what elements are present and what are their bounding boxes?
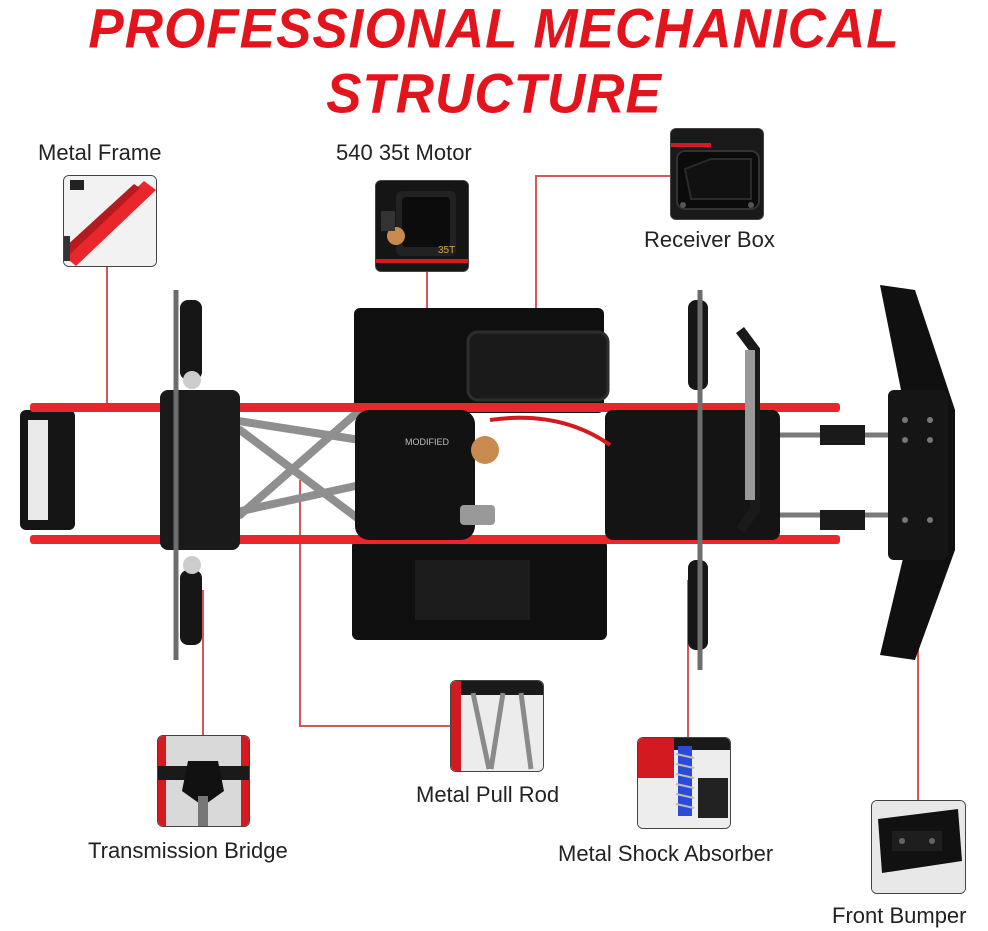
rear-shock-bottom <box>180 570 202 645</box>
leader-shock <box>687 580 689 738</box>
thumb-metal-shock-absorber <box>637 737 731 829</box>
leader-pullrod-v <box>299 480 301 727</box>
thumb-metal-frame <box>63 175 157 267</box>
thumb-receiver-box <box>670 128 764 220</box>
motor-wire <box>489 415 612 447</box>
motor-pinion <box>471 436 499 464</box>
label-motor: 540 35t Motor <box>336 140 472 165</box>
label-receiver-box: Receiver Box <box>644 227 775 252</box>
frame-detail-image <box>64 176 156 266</box>
page-title: PROFESSIONAL MECHANICAL STRUCTURE <box>88 0 900 125</box>
front-cross-rods <box>780 432 890 518</box>
leader-transmission <box>202 590 204 735</box>
motor-detail-image: 35T <box>376 181 468 271</box>
gearbox-marking: MODIFIED <box>405 437 449 447</box>
thumb-front-bumper <box>871 800 966 894</box>
receiver-box <box>466 330 610 402</box>
receiver-box-detail-image <box>671 129 763 219</box>
label-front-bumper: Front Bumper <box>832 903 967 928</box>
motor-marking: 35T <box>438 245 455 256</box>
transmission-bridge <box>160 390 240 550</box>
thumb-motor: 35T <box>375 180 469 272</box>
rear-shock-top <box>180 300 202 380</box>
leader-pullrod-h <box>299 725 451 727</box>
label-metal-shock-absorber: Metal Shock Absorber <box>558 841 774 866</box>
leader-receiver-h <box>535 175 672 177</box>
front-bumper-detail-image <box>872 801 965 893</box>
shock-absorber-detail-image <box>638 738 730 828</box>
transmission-bridge-detail-image <box>158 736 249 826</box>
thumb-metal-pull-rod <box>450 680 544 772</box>
chassis-illustration: MODIFIED <box>20 285 955 670</box>
pull-rod-detail-image <box>451 681 543 771</box>
label-transmission-bridge: Transmission Bridge <box>88 838 288 863</box>
label-metal-pull-rod: Metal Pull Rod <box>416 782 560 807</box>
label-metal-frame: Metal Frame <box>38 140 162 165</box>
thumb-transmission-bridge <box>157 735 250 827</box>
leader-receiver-v <box>535 175 537 343</box>
leader-metal-frame <box>106 264 108 404</box>
front-chassis-plate <box>605 410 780 540</box>
gearbox <box>355 410 475 540</box>
